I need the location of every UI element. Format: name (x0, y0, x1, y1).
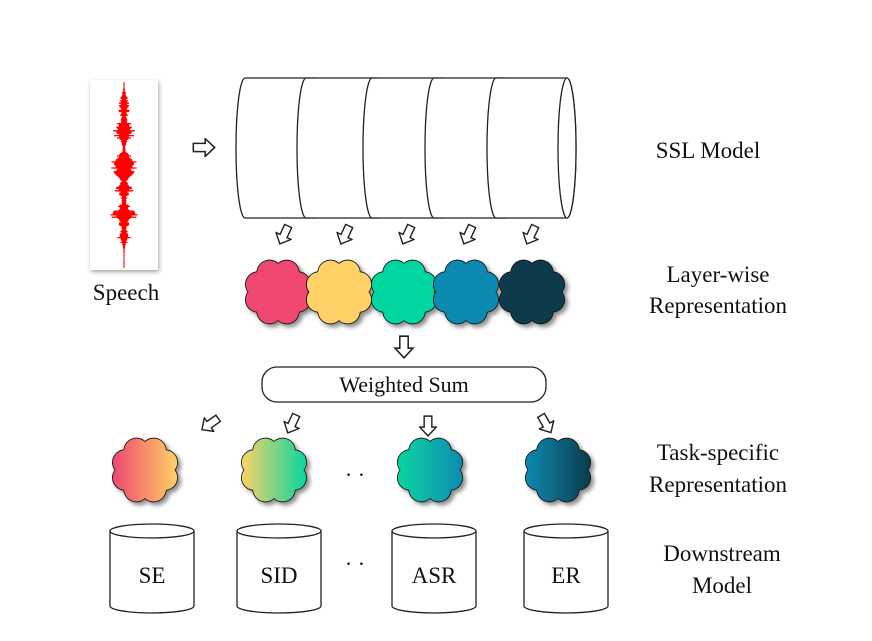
task-ellipsis: · · (345, 462, 365, 487)
speech-to-model-arrow-icon (192, 138, 216, 157)
task-representation-blob (397, 437, 463, 503)
layer-down-arrow-icon (394, 221, 420, 249)
task-representation-blob (241, 437, 307, 503)
downstream-model-label: ASR (412, 563, 457, 588)
weighted-sum-box: Weighted Sum (261, 366, 547, 403)
task-representation-blob (112, 437, 178, 503)
layer-down-arrow-icon (271, 221, 297, 249)
layer-down-arrow-icon (518, 221, 544, 249)
layer-representation-blob (245, 259, 311, 325)
task-arrows (196, 410, 559, 438)
downstream-label-line1: Downstream (663, 541, 781, 566)
downstream-label-line2: Model (692, 573, 752, 598)
layer-representation-blob (499, 259, 565, 325)
downstream-model-cylinder: ASR (391, 523, 477, 614)
layer-representation-blob (371, 259, 437, 325)
blobs-to-sum-arrow-icon (394, 335, 414, 359)
ssl-model-layers (235, 77, 577, 219)
layerwise-label-line2: Representation (649, 293, 787, 318)
downstream-models: SE SID ASR ER (109, 523, 609, 614)
task-specific-label-line2: Representation (649, 472, 787, 497)
layer-down-arrow-icon (332, 221, 358, 249)
downstream-ellipsis: · · (345, 551, 365, 576)
speech-waveform-icon (110, 82, 138, 268)
task-specific-representation-blobs (112, 437, 591, 503)
layerwise-label-line1: Layer-wise (667, 262, 770, 287)
task-arrow-sid-icon (279, 410, 305, 438)
task-specific-label-line1: Task-specific (657, 440, 779, 465)
downstream-model-label: SID (260, 563, 297, 588)
task-representation-blob (525, 437, 591, 503)
task-arrow-se-icon (196, 410, 224, 438)
layer-down-arrow-icon (455, 221, 481, 249)
layer-output-arrows (271, 221, 544, 249)
layer-wise-representation-blobs (245, 259, 565, 325)
downstream-model-cylinder: SID (236, 523, 322, 614)
downstream-model-label: ER (551, 563, 581, 588)
ssl-model-label: SSL Model (656, 138, 761, 163)
speech-panel (90, 80, 158, 270)
task-arrow-asr-icon (419, 415, 437, 437)
ssl-layer-cylinder (486, 77, 577, 219)
downstream-model-cylinder: ER (523, 523, 609, 614)
speech-label: Speech (93, 280, 160, 305)
downstream-model-label: SE (139, 563, 166, 588)
weighted-sum-label: Weighted Sum (339, 372, 469, 397)
task-arrow-er-icon (533, 410, 559, 438)
downstream-model-cylinder: SE (109, 523, 195, 614)
layer-representation-blob (306, 259, 372, 325)
layer-representation-blob (433, 259, 499, 325)
